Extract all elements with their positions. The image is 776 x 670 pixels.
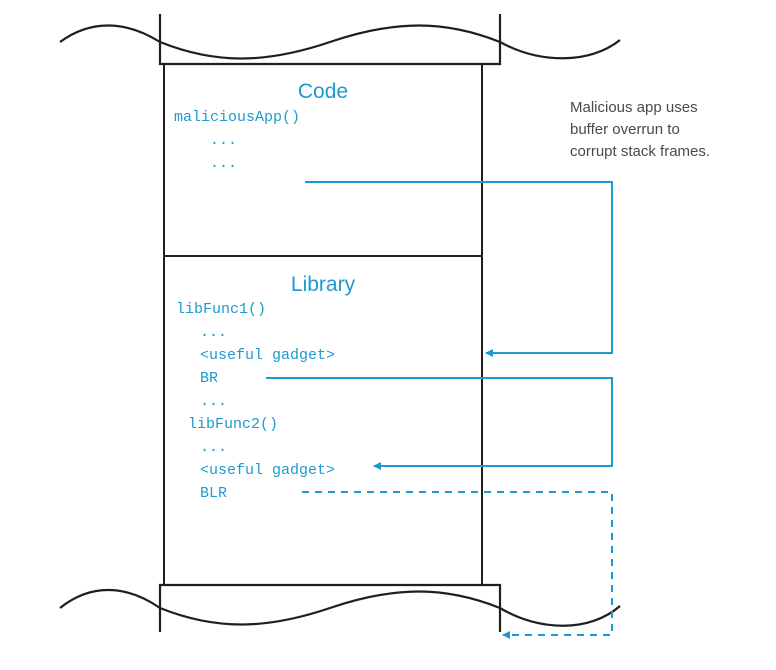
library-line: libFunc2() — [188, 416, 278, 433]
library-section-title: Library — [291, 273, 356, 296]
code-line: maliciousApp() — [174, 109, 300, 126]
library-line: ... — [200, 439, 227, 456]
top-wave-line — [59, 24, 621, 60]
library-line: <useful gadget> — [200, 462, 335, 479]
top-break-cap — [158, 14, 502, 66]
bottom-break-cap — [158, 583, 502, 632]
library-line: ... — [200, 393, 227, 410]
branch-arrow — [266, 377, 613, 470]
library-line: ... — [200, 324, 227, 341]
library-line: BR — [200, 370, 218, 387]
code-line: ... — [210, 132, 237, 149]
code-section-title: Code — [298, 80, 348, 103]
annotation-line: Malicious app uses — [570, 99, 698, 116]
overrun-arrow — [305, 181, 613, 357]
code-line: ... — [210, 155, 237, 172]
branch-link-arrow — [302, 491, 613, 639]
library-line: libFunc1() — [176, 301, 266, 318]
annotation-line: corrupt stack frames. — [570, 143, 710, 160]
bottom-wave-line — [59, 589, 621, 627]
annotation-line: buffer overrun to — [570, 121, 680, 138]
library-line: <useful gadget> — [200, 347, 335, 364]
library-line: BLR — [200, 485, 227, 502]
